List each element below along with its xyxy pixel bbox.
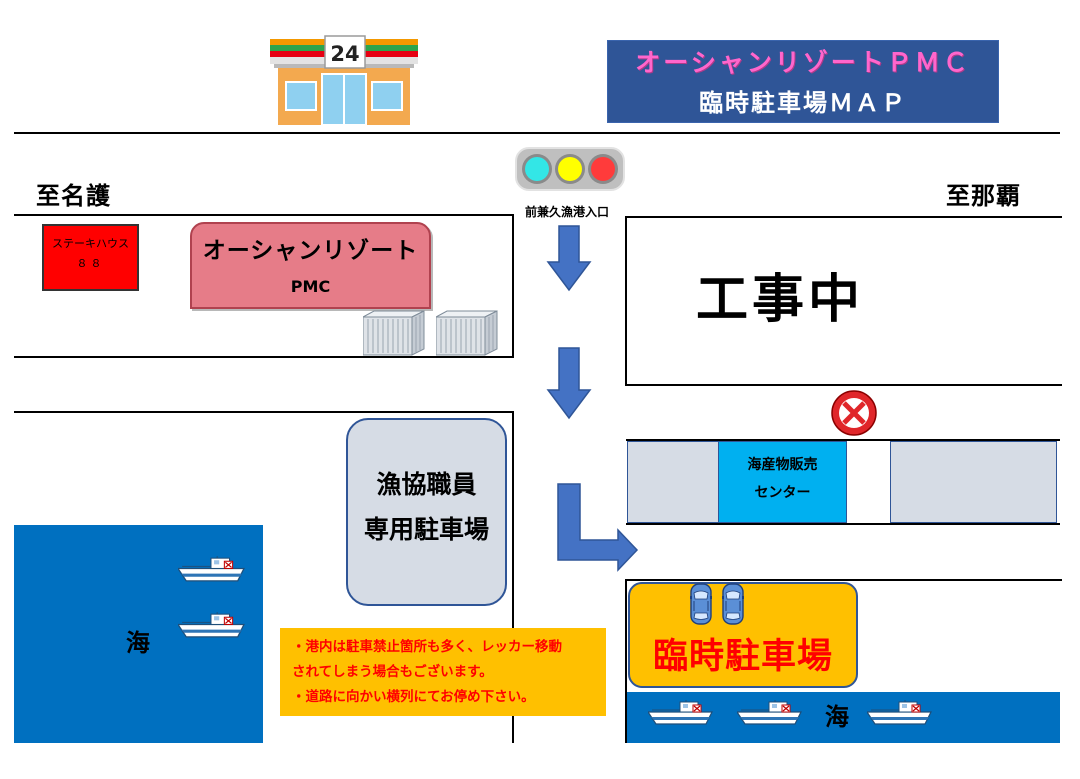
building-gray-left: [627, 441, 719, 523]
sea-right-label: 海: [825, 703, 849, 731]
block-upper-left-right-edge: [512, 214, 514, 358]
seafood-sales-center: 海産物販売 センター: [718, 441, 847, 523]
boat-icon: [178, 556, 245, 582]
port-entrance-label: 前兼久漁港入口: [524, 205, 609, 219]
boat-icon: [178, 612, 245, 638]
resort-name: オーシャンリゾート: [202, 238, 419, 264]
boat-icon: [867, 700, 932, 725]
notice-line: されてしまう場合もございます。: [292, 664, 493, 680]
store-sign-text: 24: [330, 42, 359, 66]
map-title-box: オーシャンリゾートＰＭＣ 臨時駐車場ＭＡＰ: [607, 40, 999, 123]
block-lower-left-right-edge: [512, 411, 514, 743]
block-lower-right-top-edge: [626, 579, 1062, 581]
building-gray-right: [890, 441, 1057, 523]
fishery-staff-parking: 漁協職員 専用駐車場: [346, 418, 507, 606]
road-line-top: [14, 132, 1060, 134]
convenience-store-icon: 24: [270, 35, 418, 126]
construction-label: 工事中: [695, 270, 864, 330]
route-arrows: [546, 225, 639, 572]
direction-label-nago: 至名護: [36, 182, 111, 210]
traffic-light-icon: [515, 147, 625, 191]
strip-top-edge: [626, 439, 1060, 441]
ocean-resort-pmc: オーシャンリゾート PMC: [190, 222, 431, 309]
seafood-center-name: 海産物販売: [747, 457, 818, 473]
block-upper-right-bottom-edge: [626, 384, 1062, 386]
block-lower-left-top-edge: [14, 411, 514, 413]
resort-suffix: PMC: [290, 277, 331, 296]
boat-icon: [737, 700, 802, 725]
notice-line: ・道路に向かい横列にてお停め下さい。: [292, 689, 535, 705]
shipping-container-icon: [436, 310, 498, 356]
block-lower-right-left-edge: [625, 579, 627, 743]
direction-label-naha: 至那覇: [946, 182, 1021, 210]
strip-bottom-edge: [626, 523, 1060, 525]
block-upper-left-top-edge: [14, 214, 514, 216]
temporary-parking-label: 臨時駐車場: [652, 637, 833, 677]
sea-left-label: 海: [126, 629, 150, 657]
parking-notice: ・港内は駐車禁止箇所も多く、レッカー移動 されてしまう場合もございます。 ・道路…: [280, 628, 606, 716]
arrow-down-icon: [546, 347, 592, 420]
boat-icon: [648, 700, 713, 725]
no-entry-icon: [831, 390, 877, 436]
car-icon: [722, 583, 744, 625]
shipping-container-icon: [363, 310, 425, 356]
block-upper-left-bottom-edge: [14, 356, 514, 358]
arrow-down-icon: [546, 225, 592, 292]
steakhouse-name: ステーキハウス: [52, 237, 129, 250]
steakhouse-number: ８８: [76, 257, 105, 270]
staff-parking-line1: 漁協職員: [376, 470, 477, 499]
map-title-parking-map: 臨時駐車場ＭＡＰ: [699, 89, 907, 117]
car-icon: [690, 583, 712, 625]
map-title-resort-name: オーシャンリゾートＰＭＣ: [635, 48, 971, 77]
seafood-center-suffix: センター: [754, 485, 811, 501]
block-upper-right-left-edge: [625, 216, 627, 386]
arrow-turn-right-icon: [557, 483, 639, 572]
notice-line: ・港内は駐車禁止箇所も多く、レッカー移動: [292, 639, 562, 655]
staff-parking-line2: 専用駐車場: [363, 515, 489, 544]
steakhouse-88: ステーキハウス ８８: [42, 224, 139, 291]
block-upper-right-top-edge: [626, 216, 1062, 218]
